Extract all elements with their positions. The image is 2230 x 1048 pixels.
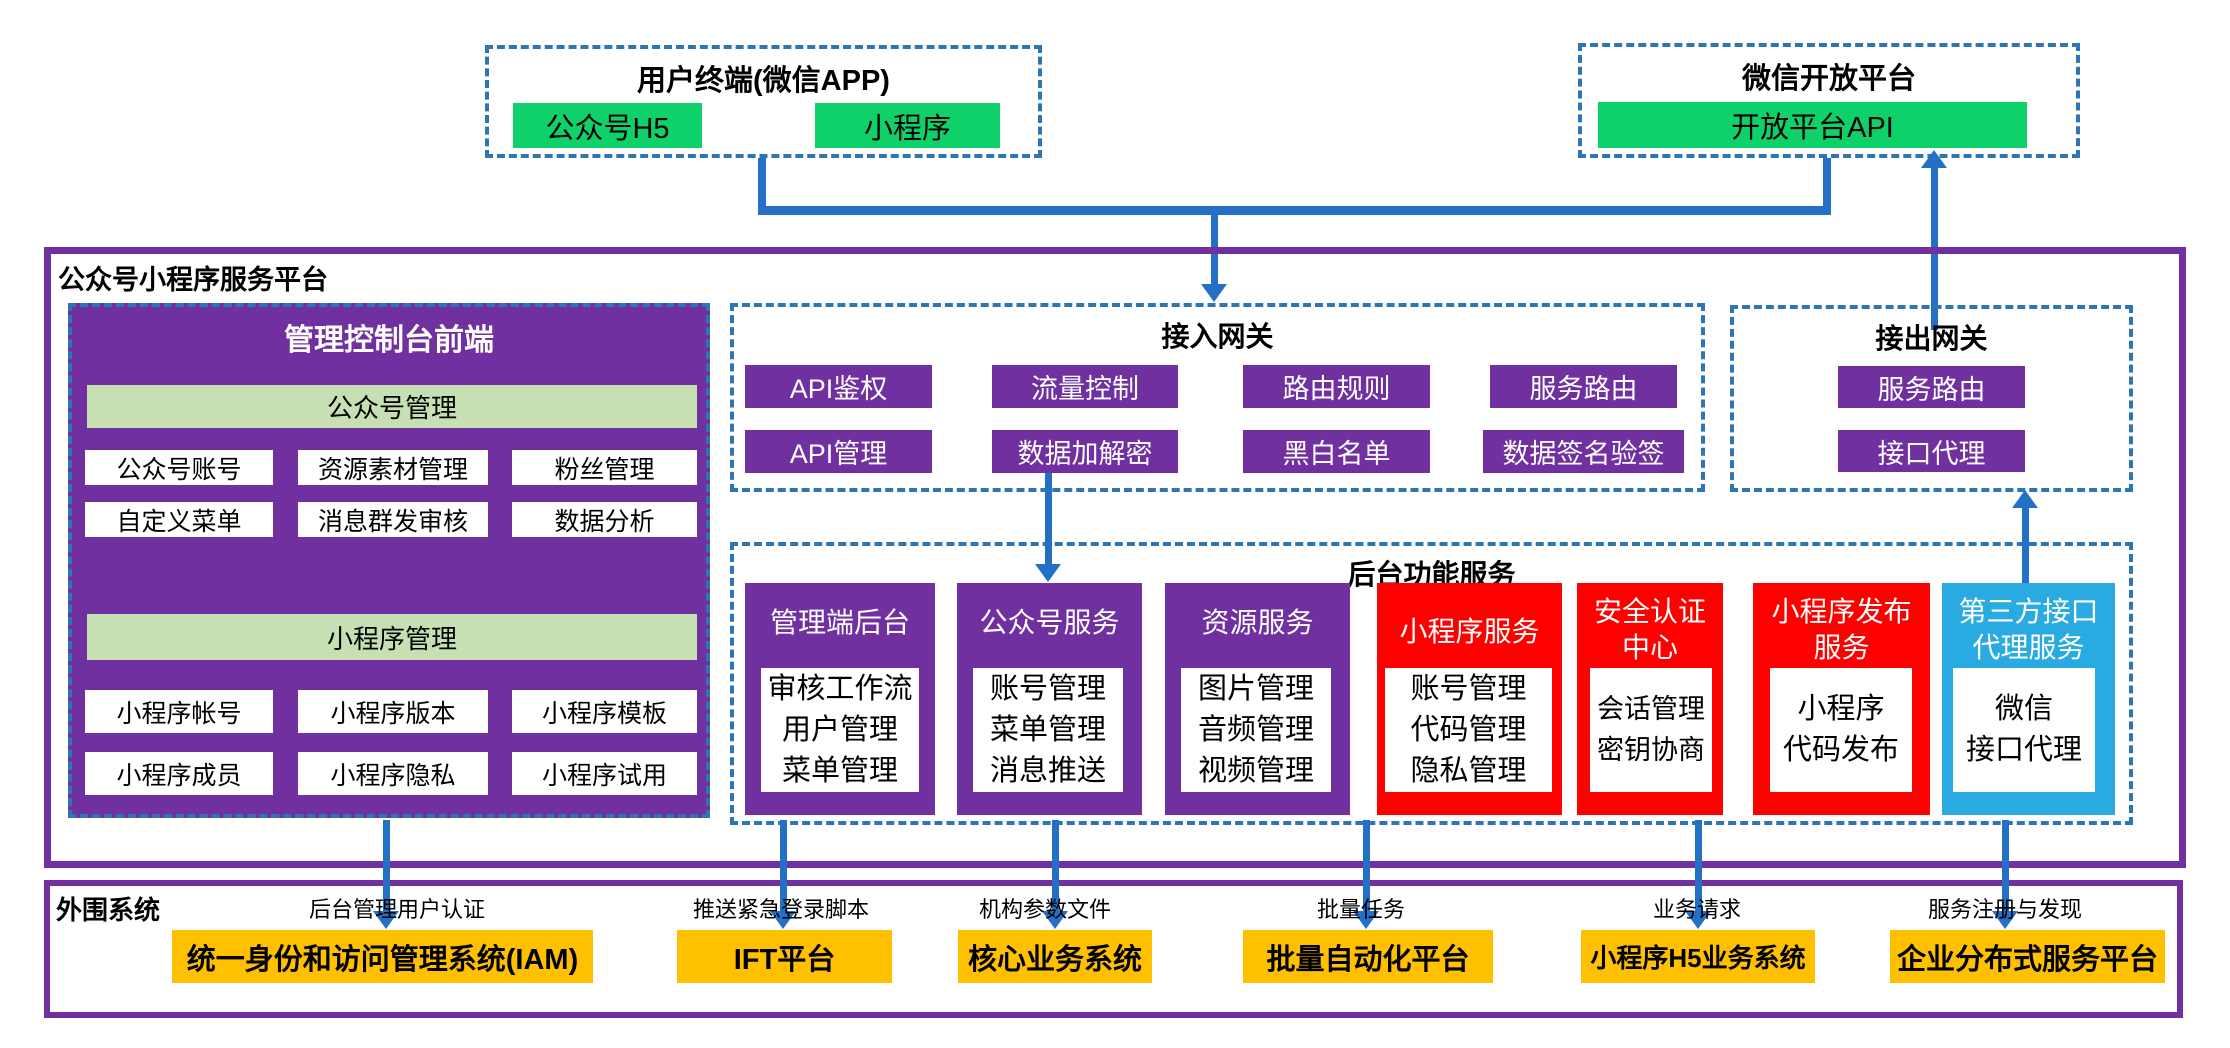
flow-arrow-line	[780, 820, 787, 912]
console-cell: 自定义菜单	[85, 502, 273, 537]
service-card-items: 图片管理 音频管理 视频管理	[1181, 668, 1331, 792]
external-title: 外围系统	[56, 895, 161, 925]
flow-arrow-line	[1695, 820, 1702, 912]
platform-box	[44, 247, 2186, 868]
platform-title: 公众号小程序服务平台	[58, 265, 328, 295]
flow-arrow-line	[2002, 820, 2009, 912]
external-system-box: 小程序H5业务系统	[1581, 930, 1815, 983]
service-card-title: 安全认证 中心	[1593, 596, 1706, 663]
external-box	[44, 880, 2183, 1018]
gateway-in-title: 接入网关	[1161, 321, 1274, 352]
arrow-to-api-head	[1921, 150, 1947, 168]
arrow-to-gateway-in-head	[1201, 284, 1227, 302]
gateway-out-chip: 服务路由	[1838, 366, 2025, 408]
flow-arrow-head	[1992, 911, 2018, 929]
wechat-open-title: 微信开放平台	[1741, 63, 1916, 95]
external-system-box: 批量自动化平台	[1243, 930, 1493, 983]
flow-label: 批量任务	[1316, 897, 1405, 922]
console-panel	[68, 303, 710, 818]
gateway-in-chip: 数据加解密	[992, 430, 1178, 473]
arrow-gatewayin-backend-head	[1035, 564, 1061, 582]
service-card-title: 第三方接口 代理服务	[1958, 596, 2099, 663]
console-cell: 公众号账号	[85, 450, 273, 485]
flow-arrow-head	[1685, 911, 1711, 929]
service-card-items: 审核工作流 用户管理 菜单管理	[761, 668, 919, 792]
gateway-in-chip: 黑白名单	[1243, 430, 1430, 473]
console-cell: 小程序成员	[85, 752, 273, 795]
service-card-title: 小程序服务	[1399, 616, 1540, 647]
service-card-items: 账号管理 菜单管理 消息推送	[973, 668, 1123, 792]
console-cell: 小程序隐私	[298, 752, 488, 795]
external-system-box: 统一身份和访问管理系统(IAM)	[172, 930, 593, 983]
external-system-box: 核心业务系统	[958, 930, 1152, 983]
gateway-in-chip: 数据签名验签	[1483, 430, 1684, 473]
service-card-items: 账号管理 代码管理 隐私管理	[1385, 668, 1552, 792]
service-card-items: 微信 接口代理	[1953, 668, 2095, 792]
external-system-box: 企业分布式服务平台	[1890, 930, 2165, 983]
flow-label: 业务请求	[1652, 897, 1741, 922]
arrow-gatewayin-backend-line	[1045, 473, 1052, 565]
console-cell: 资源素材管理	[298, 450, 488, 485]
gateway-in-chip: API管理	[745, 430, 932, 473]
flow-arrow-line	[1052, 820, 1059, 912]
gateway-in-box	[730, 303, 1705, 492]
console-group2-header: 小程序管理	[87, 614, 697, 660]
service-card-title: 管理端后台	[769, 607, 910, 638]
console-cell: 粉丝管理	[512, 450, 697, 485]
gateway-in-chip: 路由规则	[1243, 365, 1430, 408]
console-title: 管理控制台前端	[284, 324, 494, 357]
gateway-in-chip: 流量控制	[992, 365, 1178, 408]
flow-arrow-head	[1353, 911, 1379, 929]
console-cell: 数据分析	[512, 502, 697, 537]
external-system-box: IFT平台	[677, 930, 892, 983]
service-card-title: 小程序发布 服务	[1771, 596, 1912, 663]
service-card-items: 会话管理 密钥协商	[1590, 668, 1712, 792]
console-group1-header: 公众号管理	[87, 385, 697, 428]
flow-arrow-head	[373, 911, 399, 929]
service-card-title: 资源服务	[1201, 607, 1314, 638]
backend-box	[730, 542, 2133, 825]
service-card-title: 公众号服务	[979, 607, 1120, 638]
arrow-proxy-gatewayout-head	[2012, 490, 2038, 508]
flow-arrow-head	[770, 911, 796, 929]
console-cell: 小程序版本	[298, 690, 488, 733]
console-cell: 消息群发审核	[298, 502, 488, 537]
arrow-proxy-gatewayout-line	[2022, 508, 2029, 585]
user-terminal-title: 用户终端(微信APP)	[637, 65, 890, 97]
service-card-items: 小程序 代码发布	[1770, 668, 1912, 792]
console-cell: 小程序帐号	[85, 690, 273, 733]
open-platform-api-box: 开放平台API	[1598, 102, 2027, 148]
flow-label: 服务注册与发现	[1927, 897, 2082, 922]
gateway-in-chip: API鉴权	[745, 365, 932, 408]
flow-arrow-line	[1363, 820, 1370, 912]
flow-label: 后台管理用户认证	[308, 897, 485, 922]
console-cell: 小程序模板	[512, 690, 697, 733]
flow-arrow-line	[383, 820, 390, 912]
flow-label: 推送紧急登录脚本	[692, 897, 869, 922]
flow-label: 机构参数文件	[978, 897, 1111, 922]
console-cell: 小程序试用	[512, 752, 697, 795]
gateway-out-box	[1730, 305, 2133, 492]
miniprogram-box: 小程序	[815, 103, 1000, 148]
connector-open-down	[1823, 158, 1831, 206]
flow-arrow-head	[1042, 911, 1068, 929]
connector-horizontal	[758, 206, 1831, 215]
gateway-in-chip: 服务路由	[1490, 365, 1677, 408]
gongzhonghao-h5-box: 公众号H5	[513, 103, 702, 148]
gateway-out-chip: 接口代理	[1838, 430, 2025, 472]
connector-terminal-down	[758, 158, 766, 215]
gateway-out-title: 接出网关	[1875, 323, 1988, 354]
